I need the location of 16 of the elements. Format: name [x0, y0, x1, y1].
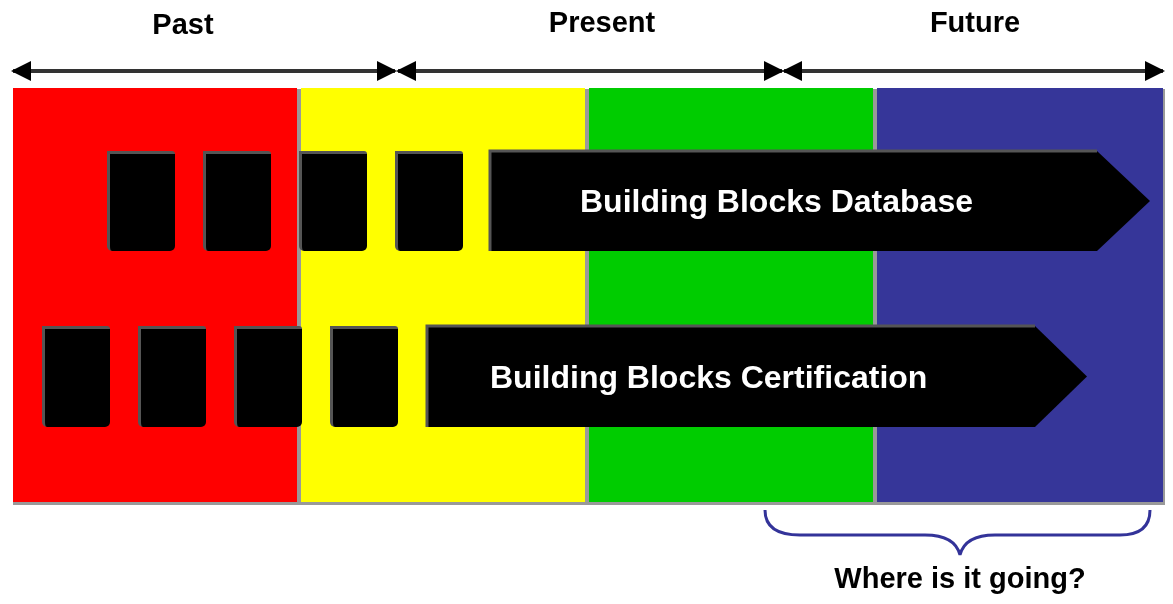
block-shape: [395, 151, 463, 251]
period-heading: Present: [548, 6, 656, 39]
arrow-shape: [490, 151, 1150, 251]
caption: Where is it going?: [834, 562, 1086, 595]
block-shape: [138, 326, 206, 427]
block-shape: [330, 326, 398, 427]
block-shape: [42, 326, 110, 427]
block-shape: [107, 151, 175, 251]
arrow-shape: [427, 326, 1087, 427]
period-heading: Future: [929, 6, 1021, 39]
block-shape: [299, 151, 367, 251]
arrow-label: Building Blocks Database: [580, 182, 973, 220]
period-heading: Past: [152, 8, 214, 41]
arrow-label: Building Blocks Certification: [490, 358, 928, 395]
block-shape: [234, 326, 302, 427]
block-shape: [203, 151, 271, 251]
